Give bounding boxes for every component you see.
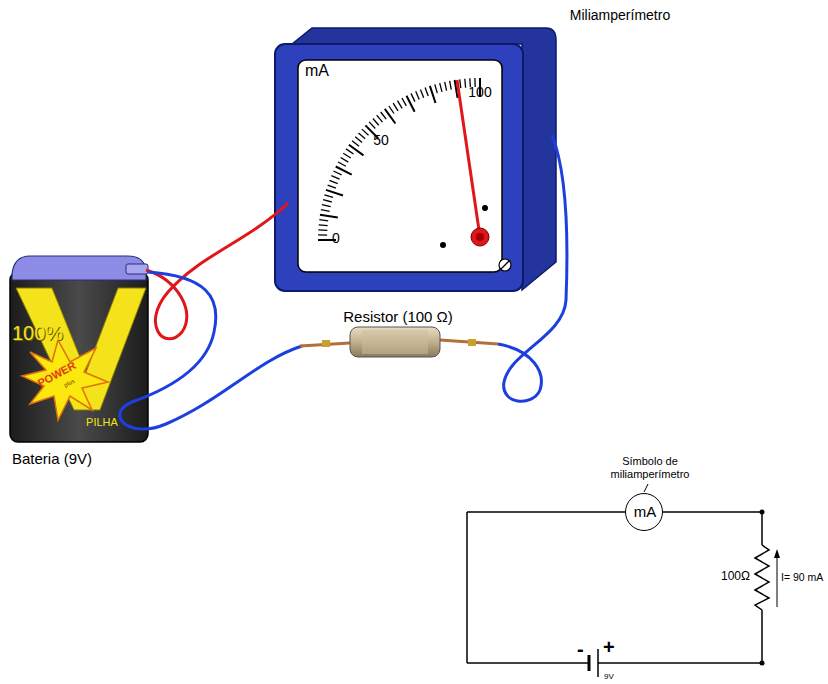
wire	[498, 135, 567, 401]
scale-tick	[321, 210, 330, 212]
scale-tick	[352, 141, 359, 147]
scale-tick	[381, 112, 387, 119]
resistor-label: Resistor (100 Ω)	[343, 308, 453, 325]
polarity-sign: +	[603, 636, 615, 659]
scale-tick	[320, 215, 338, 218]
scale-tick	[355, 137, 362, 143]
scale-tick	[318, 234, 327, 236]
scale-tick	[425, 88, 428, 96]
scale-tick	[450, 81, 452, 90]
scale-tick	[389, 106, 394, 114]
battery	[10, 256, 148, 442]
scale-tick	[464, 79, 466, 88]
scale-tick	[460, 79, 461, 88]
schematic	[467, 484, 780, 677]
scale-tick	[331, 176, 339, 180]
scale-tick	[343, 153, 351, 158]
scale-tick	[336, 167, 352, 175]
milliammeter	[275, 28, 556, 291]
scale-tick	[420, 89, 423, 97]
scale-tick	[385, 109, 396, 124]
meter-title: Miliamperímetro	[570, 7, 670, 23]
scale-tick	[349, 145, 364, 156]
scale-tick	[402, 98, 406, 106]
battery-print: plus	[63, 378, 76, 389]
scale-number: 50	[373, 132, 389, 148]
scale-tick	[346, 149, 354, 154]
scale-tick	[411, 93, 415, 101]
resistance-value: 100Ω	[721, 570, 750, 584]
scale-tick	[338, 162, 346, 166]
polarity-sign: -	[577, 638, 584, 661]
scale-tick	[435, 84, 438, 93]
scale-tick	[328, 185, 336, 188]
scale-tick	[318, 229, 327, 231]
wire	[120, 272, 302, 429]
scale-tick	[393, 103, 398, 111]
scale-number: 0	[332, 230, 340, 246]
milliammeter-box: Miliamperímetro mA	[270, 0, 710, 295]
scale-tick	[416, 91, 420, 99]
scale-tick	[377, 115, 383, 122]
callout-text: Símbolo de miliamperímetro	[602, 455, 698, 480]
scale-tick	[359, 133, 366, 139]
scale-tick	[322, 205, 331, 207]
scale-tick	[440, 83, 442, 92]
battery-label: Bateria (9V)	[12, 450, 92, 467]
scale-tick	[445, 82, 447, 91]
scale-tick	[369, 122, 375, 129]
battery-print: PILHA	[86, 416, 118, 429]
scale-tick	[373, 119, 379, 126]
current-value: I= 90 mA	[781, 571, 823, 583]
scale-number: 100	[468, 84, 491, 100]
voltage-label: 9V	[604, 672, 614, 681]
scale-tick	[319, 220, 328, 221]
scale-tick	[329, 180, 337, 183]
scale-tick	[398, 101, 403, 109]
scale-tick	[362, 129, 369, 135]
scale-tick	[324, 195, 333, 198]
unit-label: mA	[305, 62, 329, 80]
scale-tick	[430, 86, 436, 103]
battery-print: 100%	[12, 322, 63, 345]
scale-tick	[323, 200, 332, 202]
resistor	[300, 327, 498, 357]
scale-tick	[341, 158, 349, 163]
scale-tick	[333, 171, 341, 175]
meter-symbol-text: mA	[634, 503, 657, 520]
scale-tick	[326, 190, 343, 196]
milliammeter-symbol: mA	[625, 493, 663, 531]
scale-tick	[319, 224, 328, 226]
